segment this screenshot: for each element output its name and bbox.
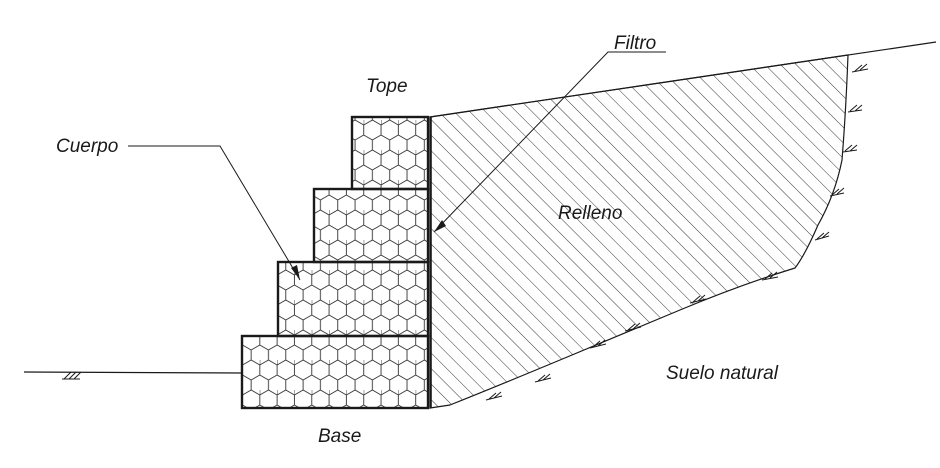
filtro-arrow-icon	[434, 220, 446, 232]
label-base: Base	[318, 426, 361, 447]
gabion-mesh	[242, 117, 428, 408]
label-cuerpo: Cuerpo	[56, 136, 118, 157]
label-tope: Tope	[366, 76, 408, 97]
cuerpo-leader	[128, 145, 301, 281]
leader-lines	[128, 51, 666, 281]
gabion-top-block	[350, 115, 430, 191]
backfill-region	[429, 54, 849, 409]
label-filtro: Filtro	[614, 33, 656, 54]
soil-symbols	[62, 63, 869, 401]
natural-ground-left-line	[23, 371, 243, 374]
label-relleno: Relleno	[558, 203, 622, 224]
filtro-leader	[433, 51, 666, 233]
cuerpo-arrow-icon	[291, 265, 300, 280]
label-suelo-natural: Suelo natural	[666, 363, 779, 384]
